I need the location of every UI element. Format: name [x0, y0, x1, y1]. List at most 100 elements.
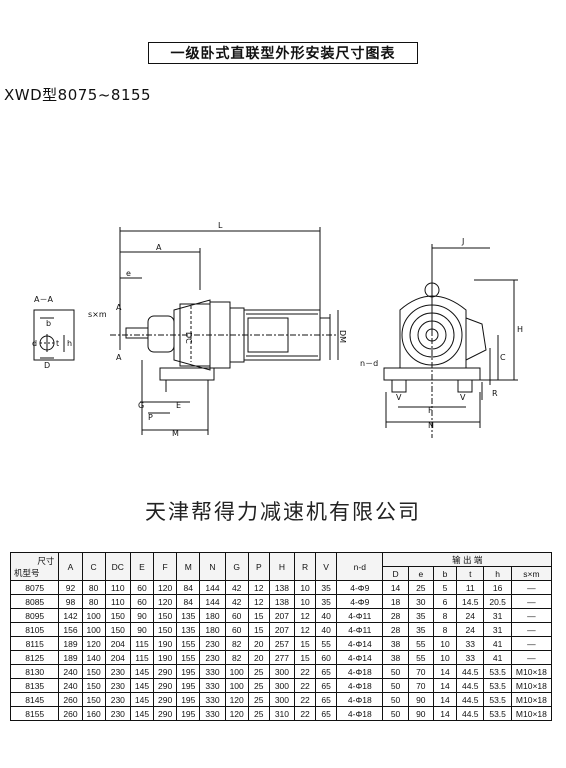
model-cell: 8155 [9, 706, 60, 721]
table-cell: 330 [199, 678, 226, 693]
label-b: b [46, 319, 51, 328]
label-D-section: D [44, 361, 50, 370]
table-cell: 14 [432, 678, 458, 693]
end-view [383, 244, 518, 438]
table-cell: 257 [268, 636, 296, 651]
table-cell: 4-Φ11 [336, 608, 384, 623]
table-cell: 12 [294, 622, 317, 637]
table-cell: 207 [268, 608, 296, 623]
table-cell: 120 [224, 692, 249, 707]
col-header: N [199, 552, 226, 581]
table-cell: 44.5 [456, 678, 485, 693]
table-cell: M10×18 [510, 678, 553, 693]
table-cell: 15 [247, 608, 270, 623]
table-cell: 4-Φ18 [336, 706, 384, 721]
table-cell: 100 [224, 678, 249, 693]
table-cell: 28 [382, 608, 409, 623]
table-cell: 15 [247, 622, 270, 637]
table-cell: 100 [81, 608, 106, 623]
table-cell: 40 [315, 622, 338, 637]
table-cell: 92 [58, 580, 83, 595]
shaft-section-view [33, 309, 75, 361]
table-cell: 20 [247, 636, 270, 651]
table-cell: 44.5 [456, 692, 485, 707]
col-header: t [456, 566, 485, 581]
table-cell: 140 [81, 650, 106, 665]
label-N: N [428, 421, 434, 430]
table-cell: 100 [81, 622, 106, 637]
table-cell: 230 [104, 678, 131, 693]
table-cell: 260 [58, 692, 83, 707]
col-header: D [382, 566, 409, 581]
table-cell: 150 [153, 608, 178, 623]
label-V-right: V [460, 393, 466, 402]
table-cell: M10×18 [510, 664, 553, 679]
table-cell: 180 [199, 622, 226, 637]
label-sxm: s×m [88, 310, 107, 319]
table-cell: 189 [58, 636, 83, 651]
label-d: d [32, 339, 37, 348]
label-M: M [172, 429, 179, 438]
label-A-mark-top: A [116, 303, 122, 312]
table-cell: 138 [268, 594, 296, 609]
col-header: V [315, 552, 338, 581]
section-label: A－A [34, 295, 53, 304]
table-cell: 160 [81, 706, 106, 721]
table-cell: 120 [224, 706, 249, 721]
col-header: H [268, 552, 296, 581]
model-cell: 8115 [9, 636, 60, 651]
label-A: A [156, 243, 162, 252]
table-cell: 90 [129, 608, 155, 623]
col-header: C [81, 552, 106, 581]
table-cell: 189 [58, 650, 83, 665]
label-t: t [56, 339, 59, 348]
table-cell: 145 [129, 692, 155, 707]
label-L: L [218, 221, 223, 230]
table-cell: 53.5 [483, 692, 512, 707]
table-cell: 70 [407, 678, 434, 693]
table-cell: 150 [104, 622, 131, 637]
table-cell: 44.5 [456, 664, 485, 679]
table-cell: 80 [81, 594, 106, 609]
table-cell: — [510, 622, 553, 637]
label-nd: n－d [360, 359, 378, 368]
table-cell: 135 [176, 622, 201, 637]
table-cell: 20.5 [483, 594, 512, 609]
table-cell: 260 [58, 706, 83, 721]
table-cell: 4-Φ18 [336, 664, 384, 679]
table-cell: 50 [382, 664, 409, 679]
table-cell: 31 [483, 608, 512, 623]
table-cell: 204 [104, 636, 131, 651]
table-cell: 22 [294, 706, 317, 721]
table-cell: 110 [104, 594, 131, 609]
table-cell: M10×18 [510, 692, 553, 707]
table-cell: 115 [129, 650, 155, 665]
model-cell: 8105 [9, 622, 60, 637]
table-cell: 145 [129, 664, 155, 679]
table-cell: 240 [58, 678, 83, 693]
dimension-table-container: 尺寸 机型号 A C DC E F M N G P H R V n-d 输 出 … [9, 552, 553, 721]
table-cell: 40 [315, 608, 338, 623]
table-cell: 65 [315, 664, 338, 679]
table-cell: 84 [176, 594, 201, 609]
table-cell: 12 [247, 594, 270, 609]
table-cell: 50 [382, 692, 409, 707]
table-cell: 15 [294, 650, 317, 665]
table-cell: 142 [58, 608, 83, 623]
table-cell: 35 [315, 580, 338, 595]
table-cell: 30 [407, 594, 434, 609]
table-cell: — [510, 580, 553, 595]
table-cell: 60 [129, 594, 155, 609]
table-cell: 15 [294, 636, 317, 651]
table-cell: 38 [382, 650, 409, 665]
table-cell: — [510, 636, 553, 651]
model-cell: 8125 [9, 650, 60, 665]
table-cell: 14 [432, 706, 458, 721]
table-cell: 195 [176, 692, 201, 707]
table-cell: 100 [224, 664, 249, 679]
